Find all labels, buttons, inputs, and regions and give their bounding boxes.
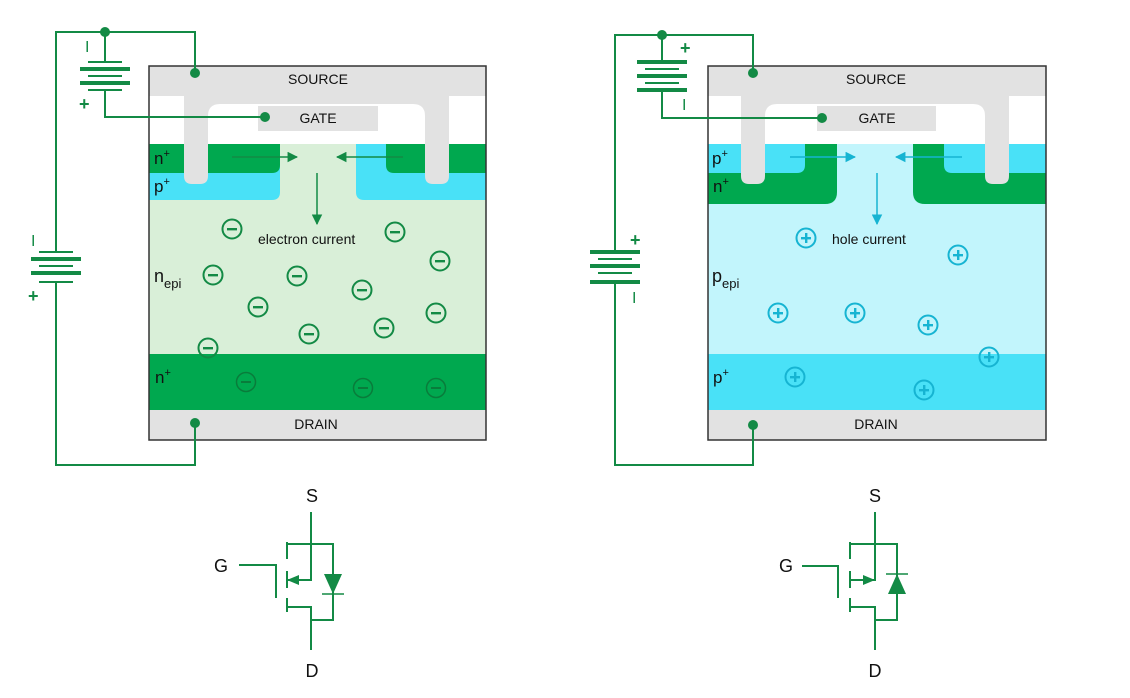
left-gate-battery-bottom-sign: +	[79, 94, 90, 114]
left-gate-battery-top-sign: I	[85, 39, 89, 56]
electron	[352, 377, 374, 399]
left-electrons-faded	[235, 371, 447, 399]
right-drain-battery	[590, 250, 640, 284]
left-drain-battery-bottom-sign: +	[28, 286, 39, 306]
left-source-label: SOURCE	[288, 71, 348, 87]
left-device-outline	[148, 65, 487, 441]
right-drain-battery-bottom-sign: I	[632, 290, 636, 307]
left-n-epi-label: nepi	[154, 266, 181, 291]
right-mosfet-symbol: S G D	[779, 486, 908, 681]
electron	[286, 265, 308, 287]
left-electrons	[197, 218, 451, 359]
right-current-label: hole current	[832, 231, 906, 247]
electron	[425, 302, 447, 324]
left-device: SOURCE GATE DRAIN n+ p+ nepi n+ electron…	[28, 27, 487, 466]
right-drain-battery-top-sign: +	[630, 230, 641, 250]
left-source-contact	[149, 66, 486, 96]
right-device-outline	[707, 65, 1047, 441]
hole	[784, 366, 806, 388]
electron	[351, 279, 373, 301]
left-symbol-g-label: G	[214, 556, 228, 576]
electron	[384, 221, 406, 243]
left-current-label: electron current	[258, 231, 355, 247]
right-symbol-g-label: G	[779, 556, 793, 576]
right-drain-contact	[708, 410, 1046, 440]
electron	[197, 337, 219, 359]
hole	[795, 227, 817, 249]
electron	[373, 317, 395, 339]
hole	[767, 302, 789, 324]
left-gate-battery	[80, 61, 130, 91]
hole	[917, 314, 939, 336]
left-symbol-d-label: D	[306, 661, 319, 681]
left-gate-label: GATE	[299, 110, 336, 126]
right-bottom-p-plus-region	[708, 354, 1046, 410]
left-mosfet-symbol: S G D	[214, 486, 344, 681]
hole	[978, 346, 1000, 368]
left-drain-battery-top-sign: I	[31, 233, 35, 250]
electron	[202, 264, 224, 286]
left-circuit-nodes	[100, 27, 270, 428]
left-gate-electrode	[258, 106, 378, 131]
hole	[947, 244, 969, 266]
right-n-plus-label: n+	[713, 176, 729, 196]
electron	[221, 218, 243, 240]
right-source-contact	[708, 66, 1046, 96]
right-gate-battery	[637, 60, 687, 92]
left-bottom-n-plus-region	[149, 354, 486, 410]
right-symbol-d-label: D	[869, 661, 882, 681]
right-source-label: SOURCE	[846, 71, 906, 87]
right-circuit-nodes	[657, 30, 827, 430]
right-drain-label: DRAIN	[854, 416, 898, 432]
right-gate-label: GATE	[858, 110, 895, 126]
left-drain-battery	[31, 251, 81, 283]
left-bottom-n-plus-label: n+	[155, 367, 171, 387]
left-drain-label: DRAIN	[294, 416, 338, 432]
right-source-metal-fingers	[741, 96, 1009, 184]
right-p-epi-label: pepi	[712, 266, 739, 291]
electron	[425, 377, 447, 399]
right-gate-battery-bottom-sign: I	[682, 97, 686, 114]
left-p-plus-label: p+	[154, 176, 170, 196]
left-n-plus-label: n+	[154, 148, 170, 168]
right-device: SOURCE GATE DRAIN p+ n+ pepi p+ hole cur…	[590, 30, 1047, 466]
hole	[844, 302, 866, 324]
left-symbol-s-label: S	[306, 486, 318, 506]
right-holes	[767, 227, 1000, 401]
right-gate-battery-top-sign: +	[680, 38, 691, 58]
right-symbol-s-label: S	[869, 486, 881, 506]
right-bottom-p-plus-label: p+	[713, 367, 729, 387]
left-drain-contact	[149, 410, 486, 440]
electron	[235, 371, 257, 393]
left-source-metal-fingers	[184, 96, 449, 184]
electron	[298, 323, 320, 345]
left-n-plus-source-left	[149, 144, 280, 173]
electron	[247, 296, 269, 318]
right-p-plus-label: p+	[712, 148, 728, 168]
left-circuit-wires	[55, 31, 265, 466]
right-gate-electrode	[817, 106, 936, 131]
electron	[429, 250, 451, 272]
hole	[913, 379, 935, 401]
